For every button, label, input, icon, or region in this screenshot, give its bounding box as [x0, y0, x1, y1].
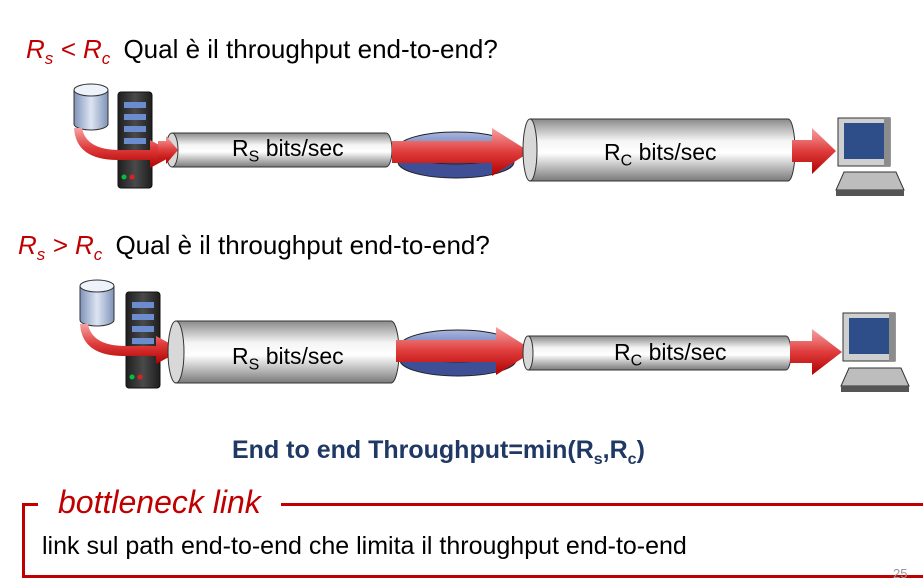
- condition-r2: Rc: [82, 34, 111, 69]
- flow-arrow-client: [790, 329, 842, 375]
- bottleneck-text: link sul path end-to-end che limita il t…: [42, 532, 687, 560]
- throughput-formula: End to end Throughput=min(Rs,Rc): [232, 436, 645, 468]
- link-rc-label: RC bits/sec: [614, 339, 727, 370]
- flow-arrow-curve: [80, 324, 182, 364]
- scenario1-diagram: [73, 83, 905, 196]
- database-icon: [73, 83, 109, 131]
- computer-icon: [840, 312, 910, 392]
- condition-r1: Rs: [26, 34, 54, 69]
- condition-r2: Rc: [74, 230, 103, 265]
- flow-arrow-curve: [74, 128, 176, 168]
- flow-arrow-router: [396, 327, 534, 375]
- link-rs-pipe: [167, 320, 400, 384]
- link-rc-label: RC bits/sec: [604, 139, 717, 170]
- question-text: Qual è il throughput end-to-end?: [123, 34, 498, 64]
- condition-r1: Rs: [18, 230, 46, 265]
- server-icon: [125, 291, 161, 389]
- condition-operator: <: [60, 34, 76, 64]
- link-rs-label: RS bits/sec: [232, 135, 344, 166]
- computer-icon: [835, 117, 905, 196]
- scenario1-heading: Rs < Rc Qual è il throughput end-to-end?: [26, 34, 498, 69]
- page-number: 25: [893, 566, 908, 581]
- flow-arrow-router: [392, 128, 530, 176]
- link-rs-pipe: [158, 132, 393, 168]
- flow-arrow-client: [792, 128, 836, 174]
- link-rs-label: RS bits/sec: [232, 343, 344, 374]
- bottleneck-title: bottleneck link: [38, 484, 281, 521]
- scenario2-diagram: [79, 279, 910, 392]
- scenario2-heading: Rs > Rc Qual è il throughput end-to-end?: [18, 230, 490, 265]
- database-icon: [79, 279, 115, 327]
- server-icon: [117, 91, 153, 189]
- bottleneck-definition-box: [22, 503, 923, 578]
- condition-operator: >: [52, 230, 68, 260]
- question-text: Qual è il throughput end-to-end?: [115, 230, 490, 260]
